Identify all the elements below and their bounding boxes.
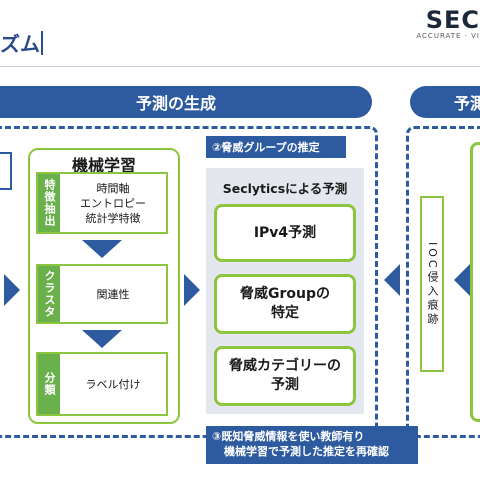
- ml-row-line: ラベル付け: [85, 377, 141, 391]
- prediction-dashed-frame: [406, 126, 480, 438]
- seclytics-panel-title: Seclyticsによる予測: [222, 181, 348, 196]
- ml-row-label: 分類: [38, 354, 60, 414]
- prediction-box-group: 脅威Groupの 特定: [214, 274, 356, 334]
- prediction-line: 特定: [270, 305, 299, 321]
- arrow-right-icon: [184, 274, 200, 306]
- page-title: ズム: [0, 32, 40, 56]
- supervised-learning-note: ③既知脅威情報を使い教師有り 機械学習で予測した推定を再確認: [206, 426, 418, 464]
- ml-row-classify: 分類 ラベル付け: [36, 352, 168, 416]
- arrow-left-icon: [454, 264, 470, 296]
- title-divider: [41, 31, 43, 55]
- prediction-box-category: 脅威カテゴリーの 予測: [214, 346, 356, 406]
- section-pill-prediction: 予測: [410, 86, 480, 118]
- ml-row-feature: 特徴抽出 時間軸 エントロピー 統計学特徴: [36, 172, 168, 234]
- prediction-line: 脅威カテゴリーの: [229, 358, 341, 374]
- left-partial-box: [0, 152, 12, 190]
- note-line: ③既知脅威情報を使い教師有り: [212, 430, 365, 443]
- ml-row-line: エントロピー: [80, 196, 146, 210]
- arrow-left-icon: [384, 264, 400, 296]
- step-label-threat-group: ②脅威グループの推定: [206, 136, 346, 158]
- section-pill-label: 予測: [454, 94, 480, 113]
- arrow-down-icon: [82, 330, 122, 348]
- right-partial-green-box: [470, 142, 480, 422]
- ml-row-text: 関連性: [60, 266, 166, 322]
- generation-dashed-frame: [0, 126, 378, 438]
- prediction-line: 脅威Groupの: [239, 286, 330, 302]
- company-logo: SEC: [425, 6, 480, 34]
- arrow-right-icon: [4, 274, 20, 306]
- header-rule: [0, 66, 480, 67]
- ml-row-label: 特徴抽出: [38, 174, 60, 232]
- ml-row-cluster: クラスタ 関連性: [36, 264, 168, 324]
- ml-row-text: ラベル付け: [60, 354, 166, 414]
- section-pill-label: 予測の生成: [135, 94, 216, 113]
- ml-row-line: 時間軸: [96, 181, 130, 195]
- note-line: 機械学習で予測した推定を再確認: [224, 445, 389, 458]
- ml-row-line: 関連性: [96, 287, 130, 301]
- prediction-line: 予測: [271, 377, 299, 393]
- ioc-box: IOC侵入痕跡: [420, 196, 444, 372]
- prediction-line: IPv4予測: [253, 224, 317, 241]
- ioc-text: IOC侵入痕跡: [426, 241, 439, 327]
- machine-learning-title: 機械学習: [71, 156, 136, 175]
- ml-row-line: 統計学特徴: [85, 211, 141, 225]
- prediction-box-ipv4: IPv4予測: [214, 204, 356, 262]
- section-pill-generation: 予測の生成: [0, 86, 372, 118]
- company-tagline: ACCURATE · VI: [416, 32, 480, 40]
- ml-row-label: クラスタ: [38, 266, 60, 322]
- arrow-down-icon: [82, 240, 122, 258]
- ml-row-text: 時間軸 エントロピー 統計学特徴: [60, 174, 166, 232]
